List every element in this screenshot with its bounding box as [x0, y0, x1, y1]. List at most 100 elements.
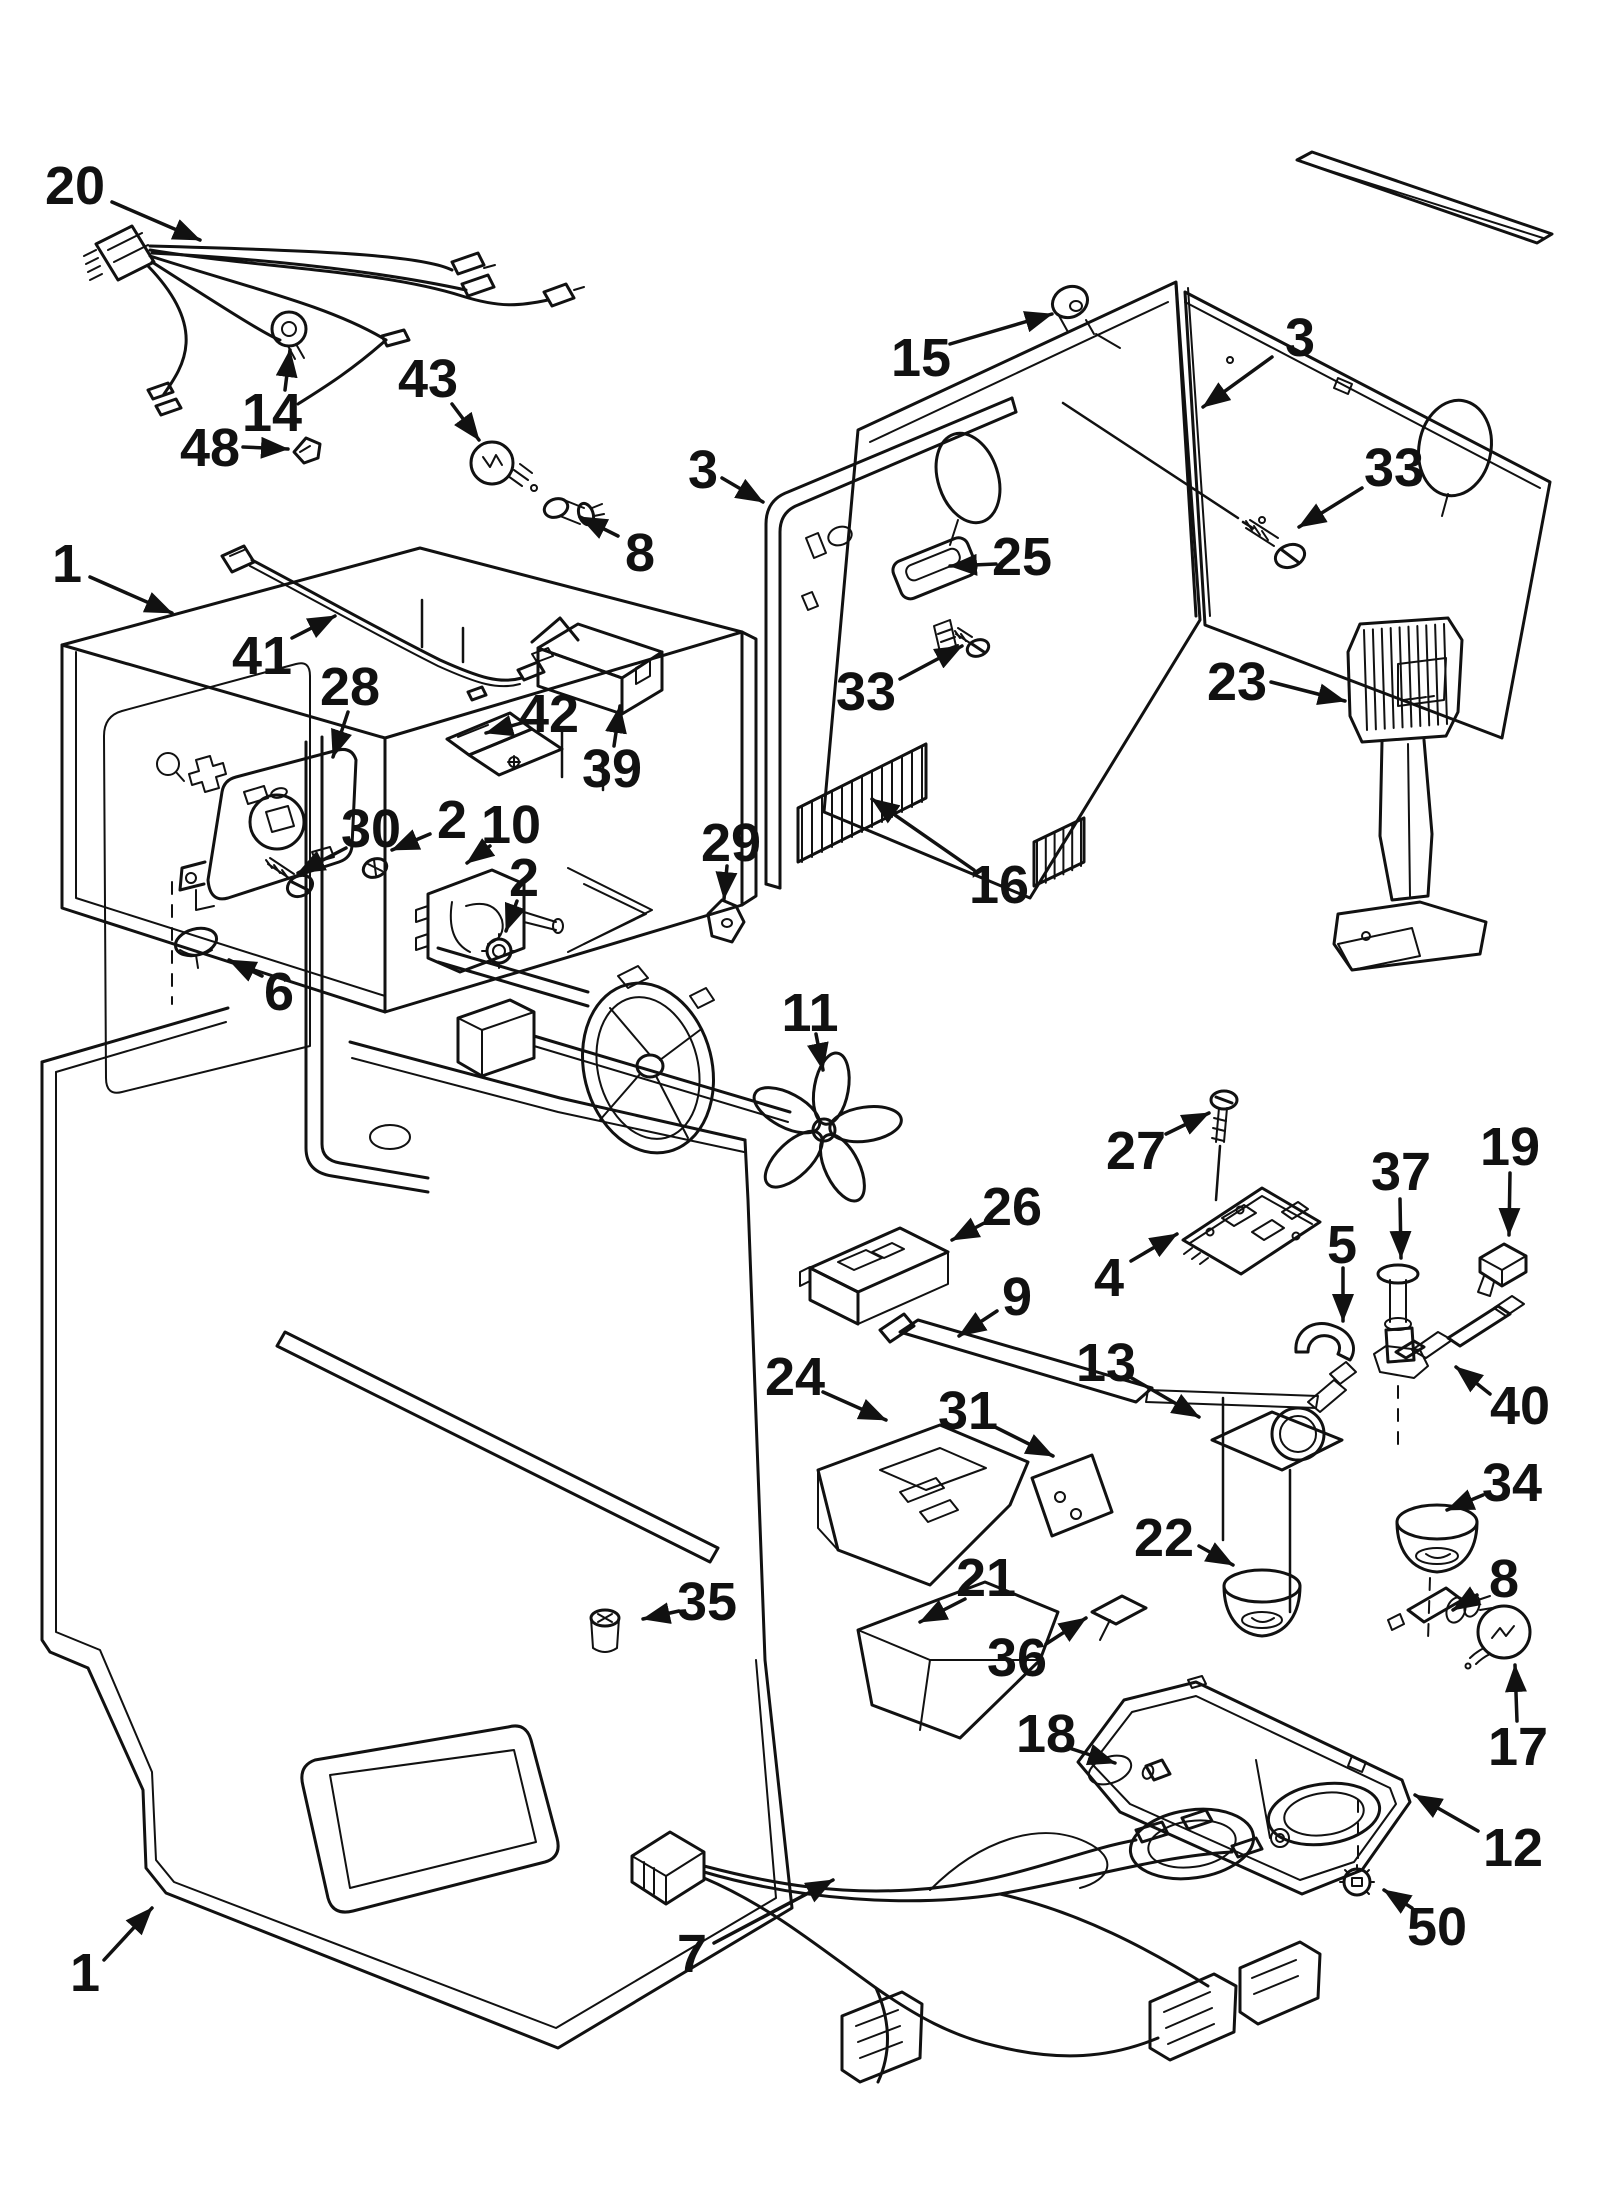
callout-50-lock-nut: 50 — [1382, 1888, 1467, 1957]
callout-arrow — [450, 402, 481, 442]
callout-arrow — [1445, 1489, 1485, 1512]
callout-label: 13 — [1076, 1333, 1136, 1393]
callout-30-bracket-screw: 30 — [296, 799, 401, 875]
crisper-recess — [300, 1724, 560, 1914]
callout-36-clip-bracket: 36 — [987, 1616, 1088, 1688]
callout-arrow — [110, 200, 202, 242]
air-tower — [1332, 616, 1488, 972]
callout-arrow — [1197, 1542, 1235, 1567]
callout-11-fan-blade: 11 — [781, 983, 839, 1072]
callout-33-rear-panel-screw: 33 — [1297, 438, 1424, 529]
callout-arrow — [991, 1424, 1055, 1458]
callout-2-screw: 2 — [390, 790, 467, 852]
callout-31-cover-plate-2: 31 — [938, 1381, 1055, 1458]
callout-label: 35 — [677, 1572, 737, 1632]
air-duct-upper — [816, 1423, 1030, 1587]
callout-arrow — [1269, 680, 1347, 705]
callout-label: 14 — [242, 383, 302, 443]
callout-label: 20 — [45, 156, 105, 216]
callout-40-ribbon-cable: 40 — [1454, 1365, 1550, 1436]
spade-terminal — [1134, 1820, 1170, 1844]
trim-bar — [1295, 150, 1554, 245]
callout-15-spacer: 15 — [891, 311, 1054, 388]
motor-bracket — [1210, 1361, 1357, 1614]
control-board — [1181, 1186, 1322, 1276]
callout-7-lower-wire-harness: 7 — [677, 1878, 835, 1984]
cup-seal-upper — [1395, 1503, 1479, 1641]
callout-label: 5 — [1327, 1215, 1357, 1275]
callout-arrow — [1164, 1111, 1211, 1136]
callout-arrow — [950, 1217, 990, 1242]
callout-arrow — [957, 1309, 999, 1338]
clip-bracket — [1090, 1594, 1148, 1641]
callout-label: 9 — [1002, 1267, 1032, 1327]
callout-label: 48 — [180, 418, 240, 478]
screw — [361, 857, 389, 879]
callout-22-cup-seal-lower: 22 — [1134, 1508, 1235, 1568]
spacer — [1050, 284, 1121, 349]
callout-13-motor-bracket: 13 — [1076, 1333, 1201, 1419]
callout-arrow — [641, 1602, 681, 1624]
callout-24-air-duct-upper: 24 — [765, 1347, 888, 1422]
callout-label: 4 — [1094, 1248, 1124, 1308]
callout-label: 1 — [52, 534, 82, 594]
front-panel — [764, 396, 1018, 890]
callout-arrow — [807, 1032, 829, 1072]
callout-label: 7 — [677, 1924, 707, 1984]
callout-label: 3 — [1285, 308, 1315, 368]
callout-17-light-bulb-2: 17 — [1488, 1663, 1548, 1777]
callout-label: 31 — [938, 1381, 998, 1441]
callout-3-rear-panel: 3 — [1201, 308, 1315, 409]
fin-strip — [1032, 816, 1086, 888]
callout-label: 17 — [1488, 1717, 1548, 1777]
callout-37-stem: 37 — [1371, 1142, 1431, 1260]
callout-arrow — [390, 829, 432, 852]
callout-29-corner-clip: 29 — [701, 813, 761, 901]
shelf-rail — [275, 1330, 720, 1564]
lower-wire-harness — [630, 1808, 1322, 2084]
callout-19-wire-connector: 19 — [1480, 1117, 1540, 1237]
callout-label: 23 — [1207, 652, 1267, 712]
light-bulb-2 — [1464, 1604, 1532, 1670]
callout-arrow — [241, 436, 290, 459]
callout-arrow — [1498, 1171, 1521, 1237]
harness-plug — [1238, 1940, 1322, 2026]
callout-label: 6 — [264, 962, 294, 1022]
callout-arrow — [870, 797, 976, 872]
end-connector — [542, 282, 576, 308]
callout-arrow — [1382, 1888, 1414, 1914]
panel-screw — [954, 627, 991, 658]
cup-seal-lower — [1222, 1568, 1302, 1638]
callout-26-damper: 26 — [950, 1177, 1042, 1242]
callout-20-wire-harness: 20 — [45, 156, 202, 242]
evaporator-fins — [796, 742, 928, 864]
callout-label: 39 — [582, 739, 642, 799]
callout-42-cover-plate: 42 — [484, 684, 579, 744]
drain-tray — [1076, 1675, 1412, 1897]
harness-plug — [840, 1990, 924, 2084]
callout-12-drain-tray: 12 — [1413, 1793, 1543, 1878]
callout-label: 11 — [781, 983, 838, 1043]
callout-arrow — [821, 1390, 888, 1422]
callout-41-thermostat-wire: 41 — [232, 614, 337, 686]
callout-1-refrigerator-liner: 1 — [70, 1906, 154, 2003]
callout-label: 29 — [701, 813, 761, 873]
air-duct-lower — [856, 1580, 1060, 1740]
callout-label: 15 — [891, 328, 951, 388]
callout-9-support-strip: 9 — [957, 1267, 1032, 1338]
callout-label: 33 — [1364, 438, 1424, 498]
callout-34-cup-seal-upper: 34 — [1445, 1453, 1542, 1513]
bulb-small — [1141, 1758, 1172, 1782]
lock-nut — [1339, 1864, 1375, 1897]
callout-arrow — [1413, 1793, 1480, 1833]
callout-arrow — [1451, 1586, 1482, 1612]
spade-terminal — [380, 328, 411, 348]
callout-14-harness-connector: 14 — [242, 348, 302, 443]
support-bracket — [178, 748, 358, 911]
callout-8-lamp-socket: 8 — [578, 515, 655, 583]
callout-arrow — [948, 553, 998, 576]
callout-arrow — [296, 846, 348, 875]
callout-arrow — [88, 575, 174, 615]
